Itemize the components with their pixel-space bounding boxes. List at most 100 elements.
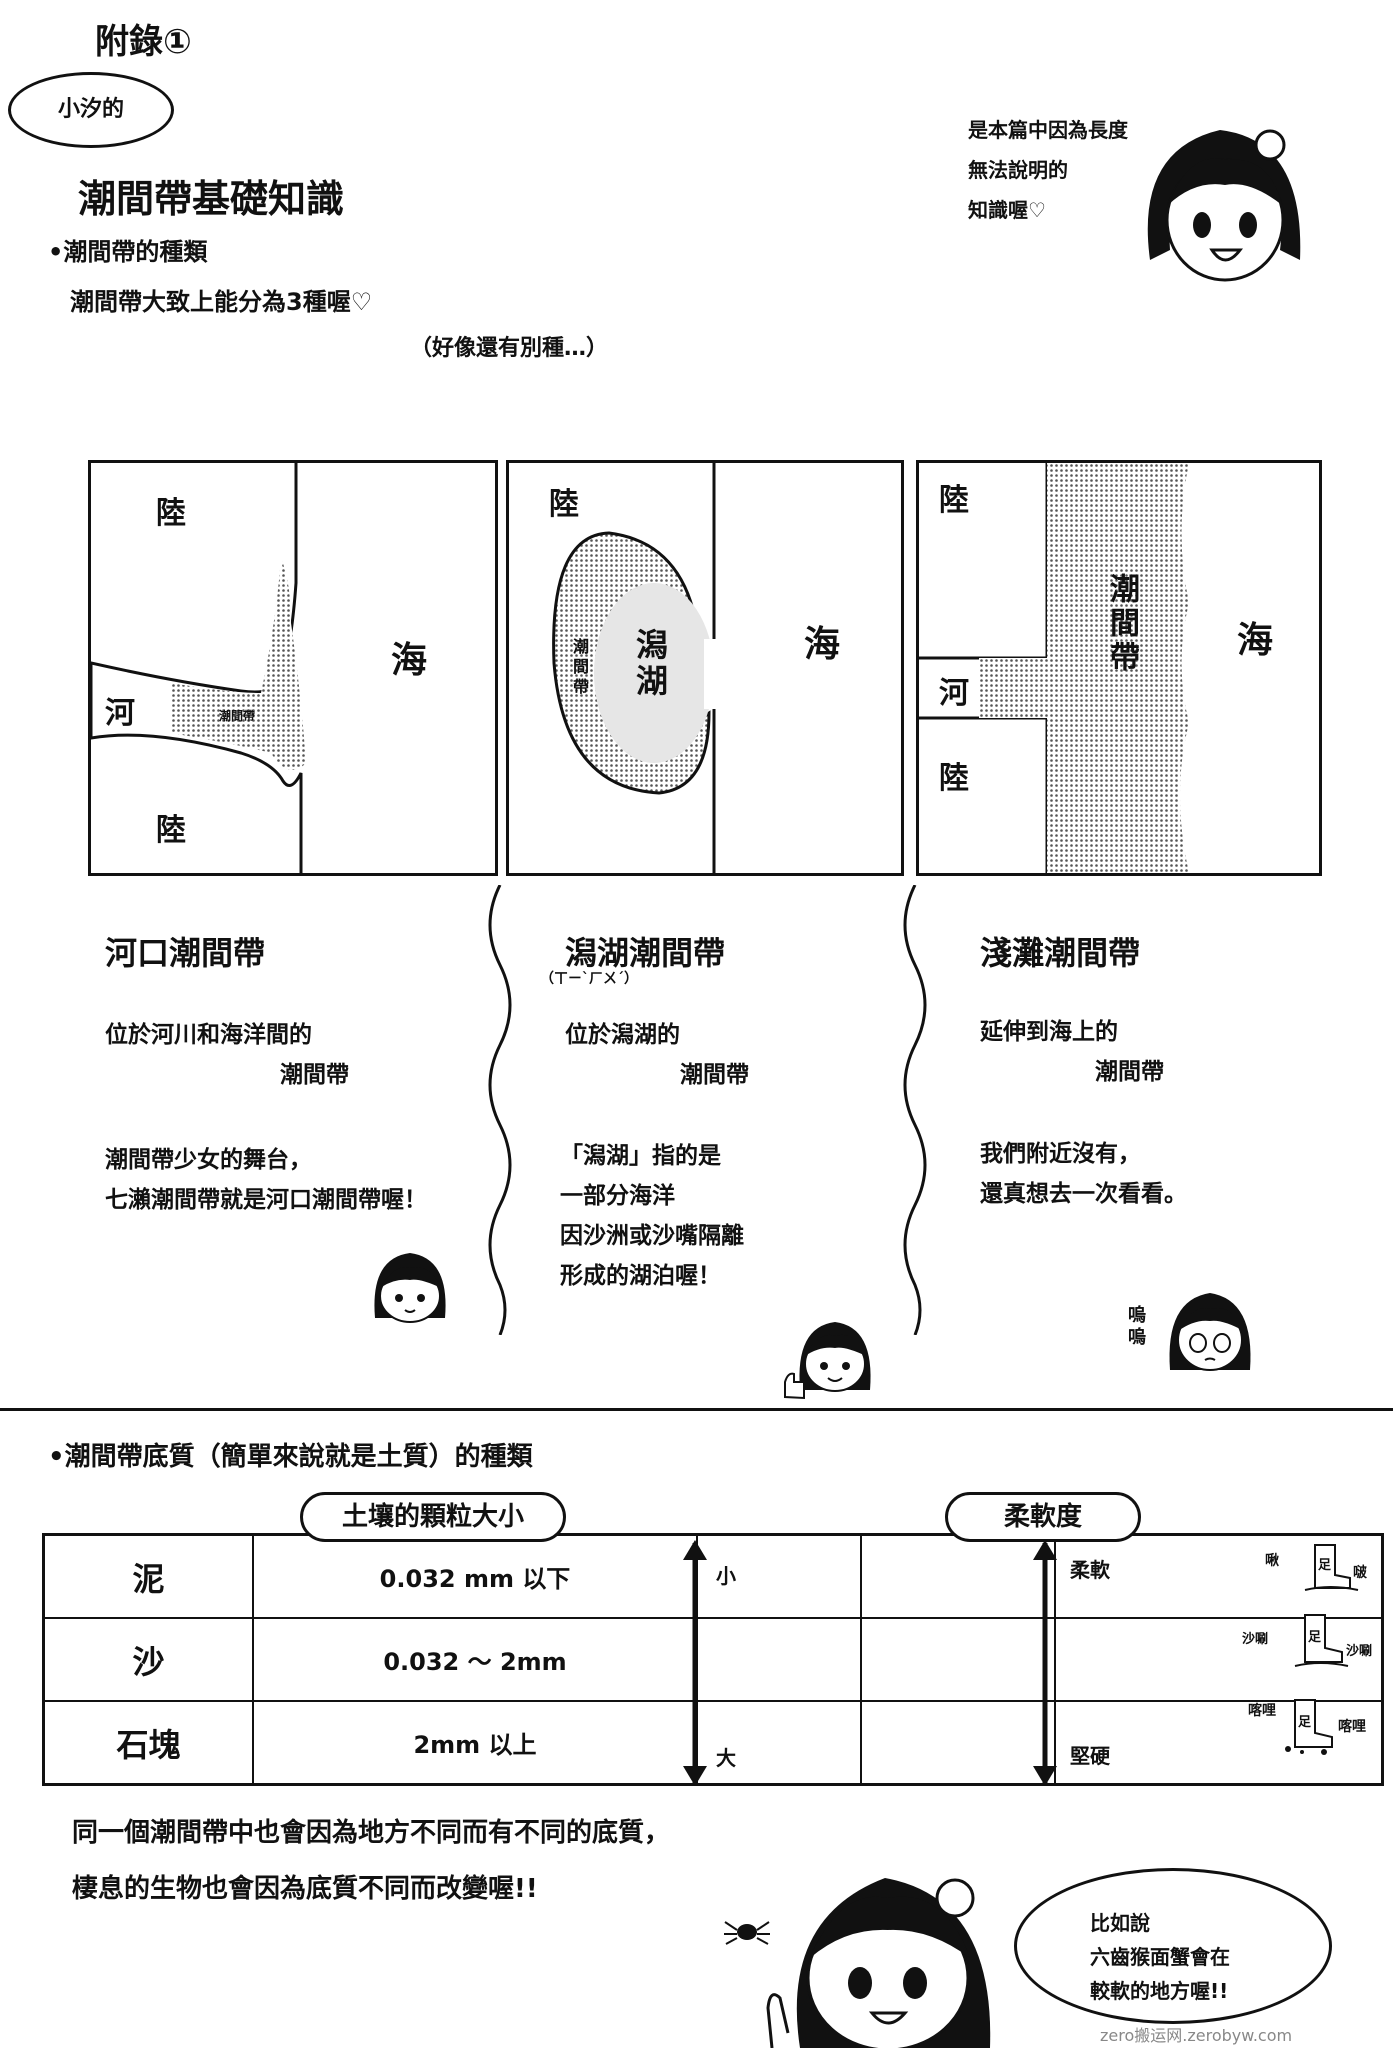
- softness-header: 柔軟度: [945, 1492, 1141, 1542]
- desc-line: 潮間帶: [1095, 1059, 1164, 1085]
- boot-sfx: 啵: [1353, 1565, 1367, 1581]
- section-divider: [0, 1408, 1393, 1411]
- estuary-desc: 位於河川和海洋間的 潮間帶: [105, 1015, 349, 1095]
- extra-line: 因沙洲或沙嘴隔離: [560, 1223, 744, 1249]
- title-bubble: 小汐的: [8, 72, 174, 148]
- desc-line: 位於河川和海洋間的: [105, 1022, 312, 1048]
- lagoon-map: 陸 潟湖 海 潮間帶: [506, 460, 904, 876]
- chibi-head-thumbs-up: [784, 1322, 871, 1400]
- river-label: 河: [939, 676, 969, 711]
- soft-bottom-label: 堅硬: [1070, 1744, 1110, 1768]
- soil-size-cell: 0.032 mm 以下: [252, 1533, 698, 1619]
- speech-line: 較軟的地方喔!!: [1090, 1979, 1229, 2003]
- boot-sfx: 啾: [1265, 1553, 1279, 1569]
- tidal-flat-extra: 我們附近沒有， 還真想去一次看看。: [980, 1134, 1187, 1214]
- wavy-divider-right: [903, 885, 927, 1335]
- land-label: 陸: [939, 483, 969, 518]
- grain-small-label: 小: [716, 1564, 736, 1588]
- speech-text: 是本篇中因為長度 無法說明的 知識喔♡: [968, 110, 1128, 230]
- river-label: 河: [105, 696, 135, 731]
- desc-line: 延伸到海上的: [980, 1019, 1118, 1045]
- speech-bubble: [1014, 1868, 1332, 2024]
- lagoon-map-drawing: [552, 463, 734, 873]
- boot-sfx: 沙唰: [1242, 1632, 1269, 1647]
- boot-label: 足: [1298, 1715, 1312, 1730]
- lagoon-name: 潟湖潮間帶: [565, 934, 726, 972]
- grain-large-label: 大: [716, 1746, 736, 1770]
- sea-label: 海: [1237, 620, 1274, 661]
- soil-size-cell: 0.032 ～ 2mm: [252, 1617, 698, 1702]
- boot-label: 足: [1308, 1630, 1322, 1645]
- boot-icon: [1294, 1614, 1349, 1667]
- table-row: 沙 0.032 ～ 2mm: [42, 1617, 1384, 1702]
- sea-label: 海: [804, 624, 841, 665]
- watermark: zero搬运网.zerobyw.com: [1100, 2026, 1293, 2045]
- extra-line: 潮間帶少女的舞台，: [105, 1147, 312, 1173]
- estuary-name: 河口潮間帶: [105, 934, 266, 972]
- section1-heading: •潮間帶的種類: [48, 238, 208, 266]
- softness-header-label: 柔軟度: [1003, 1502, 1082, 1532]
- land-label: 陸: [939, 761, 969, 796]
- soil-name-cell: 泥: [42, 1533, 254, 1619]
- desc-line: 潮間帶: [280, 1062, 349, 1088]
- grain-size-header: 土壤的顆粒大小: [300, 1492, 566, 1542]
- boot-label: 足: [1318, 1558, 1332, 1573]
- speech-bubble-text: 比如說 六齒猴面蟹會在 較軟的地方喔!!: [1090, 1906, 1230, 2008]
- estuary-extra: 潮間帶少女的舞台， 七瀨潮間帶就是河口潮間帶喔！: [105, 1140, 427, 1220]
- wavy-divider-left: [488, 885, 512, 1335]
- table-row: 泥 0.032 mm 以下: [42, 1533, 1384, 1619]
- grain-size-header-label: 土壤的顆粒大小: [341, 1502, 524, 1532]
- lagoon-extra: 「潟湖」指的是 一部分海洋 因沙洲或沙嘴隔離 形成的湖泊喔！: [560, 1136, 744, 1296]
- land-label: 陸: [156, 496, 186, 531]
- boot-icon: [1304, 1544, 1359, 1591]
- speech-line: 知識喔♡: [968, 198, 1046, 222]
- zone-label: 潮間帶: [570, 638, 589, 698]
- boot-icon: [1285, 1699, 1333, 1755]
- footer-line1: 同一個潮間帶中也會因為地方不同而有不同的底質，: [72, 1818, 671, 1848]
- girl-head-illustration: [1147, 129, 1301, 282]
- zone-label: 潮間帶: [1104, 573, 1139, 675]
- chibi-head-crying: [1169, 1293, 1251, 1371]
- boot-sfx: 喀哩: [1248, 1703, 1276, 1719]
- desc-line: 潮間帶: [680, 1062, 749, 1088]
- girl-pointing-illustration: [766, 1878, 991, 2048]
- extra-line: 還真想去一次看看。: [980, 1181, 1187, 1207]
- estuary-map: 陸 陸 海 河 潮間帶: [88, 460, 498, 876]
- extra-line: 七瀨潮間帶就是河口潮間帶喔！: [105, 1187, 427, 1213]
- extra-line: 「潟湖」指的是: [560, 1143, 721, 1169]
- land-label: 陸: [549, 487, 579, 522]
- speech-line: 比如說: [1090, 1911, 1150, 1935]
- speech-line: 六齒猴面蟹會在: [1090, 1945, 1230, 1969]
- extra-line: 一部分海洋: [560, 1183, 675, 1209]
- table-row: 石塊 2mm 以上: [42, 1700, 1384, 1786]
- soil-size-cell: 2mm 以上: [252, 1700, 698, 1786]
- sea-label: 海: [391, 640, 428, 681]
- soil-name-cell: 石塊: [42, 1700, 254, 1786]
- section1-text: 潮間帶大致上能分為3種喔♡: [70, 288, 373, 316]
- tidal-flat-desc: 延伸到海上的 潮間帶: [980, 1012, 1164, 1092]
- footer-line2: 棲息的生物也會因為底質不同而改變喔!!: [72, 1874, 538, 1904]
- appendix-title: 附錄①: [95, 22, 192, 62]
- land-label: 陸: [156, 813, 186, 848]
- extra-line: 我們附近沒有，: [980, 1141, 1141, 1167]
- lagoon-pronunciation: （ㄒㄧˋㄏㄨˊ）: [540, 971, 638, 987]
- softness-arrow: [1033, 1540, 1057, 1786]
- tidal-flat-map: 陸 陸 河 潮間帶 海: [916, 460, 1322, 876]
- zone-label: 潮間帶: [219, 709, 256, 723]
- section1-note: （好像還有別種…）: [410, 336, 609, 361]
- desc-line: 位於潟湖的: [565, 1022, 680, 1048]
- section2-heading: •潮間帶底質（簡單來說就是土質）的種類: [48, 1442, 533, 1472]
- boot-sfx: 喀哩: [1338, 1719, 1366, 1735]
- grain-size-arrow: [683, 1540, 707, 1786]
- speech-line: 無法說明的: [968, 158, 1068, 182]
- tidal-flat-map-drawing: [919, 463, 1189, 873]
- soil-table: 泥 0.032 mm 以下 沙 0.032 ～ 2mm 石塊 2mm 以上: [42, 1533, 1384, 1786]
- boot-sfx: 沙唰: [1346, 1644, 1373, 1659]
- soil-name-cell: 沙: [42, 1617, 254, 1702]
- extra-line: 形成的湖泊喔！: [560, 1263, 721, 1289]
- lagoon-label: 潟湖: [631, 628, 669, 700]
- chibi-head-1: [374, 1253, 446, 1323]
- estuary-map-drawing: [91, 463, 306, 873]
- sob-sfx: 嗚嗚: [1125, 1305, 1146, 1349]
- page-title: 潮間帶基礎知識: [78, 177, 345, 221]
